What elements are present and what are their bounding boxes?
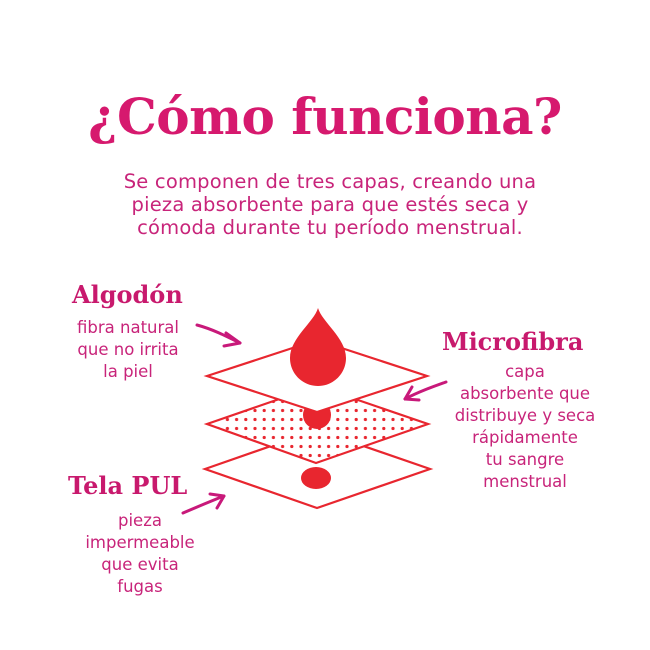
- arrow-to-middle-layer: [403, 380, 448, 402]
- description-line: que no irrita: [77, 340, 179, 359]
- small-drop-icon: [301, 467, 331, 489]
- description-line: impermeable: [85, 533, 195, 552]
- layer-heading-algodon: Algodón: [72, 280, 183, 309]
- description-line: menstrual: [483, 472, 567, 491]
- page-title: ¿Cómo funciona?: [88, 87, 562, 146]
- description-line: capa: [505, 362, 545, 381]
- layer-heading-tela-pul: Tela PUL: [68, 471, 188, 500]
- description-line: tu sangre: [485, 450, 565, 469]
- intro-line: pieza absorbente para que estés seca y: [131, 193, 529, 216]
- intro-text: Se componen de tres capas, creando una p…: [60, 170, 600, 239]
- layer-description-tela-pul: pieza impermeable que evita fugas: [55, 510, 225, 598]
- layer-heading-microfibra: Microfibra: [442, 327, 584, 356]
- description-line: la piel: [103, 362, 153, 381]
- description-line: rápidamente: [472, 428, 578, 447]
- description-line: distribuye y seca: [454, 406, 596, 425]
- arrow-to-top-layer: [195, 323, 242, 348]
- description-line: absorbente que: [459, 384, 591, 403]
- description-line: fibra natural: [77, 318, 179, 337]
- description-line: pieza: [118, 511, 162, 530]
- intro-line: cómoda durante tu período menstrual.: [137, 216, 523, 239]
- description-line: fugas: [117, 577, 163, 596]
- blood-drop-icon: [290, 308, 346, 386]
- intro-line: Se componen de tres capas, creando una: [123, 170, 537, 193]
- description-line: que evita: [101, 555, 179, 574]
- layer-description-algodon: fibra natural que no irrita la piel: [48, 317, 208, 383]
- layer-description-microfibra: capa absorbente que distribuye y seca rá…: [425, 361, 625, 493]
- arrow-to-bottom-layer: [181, 492, 226, 515]
